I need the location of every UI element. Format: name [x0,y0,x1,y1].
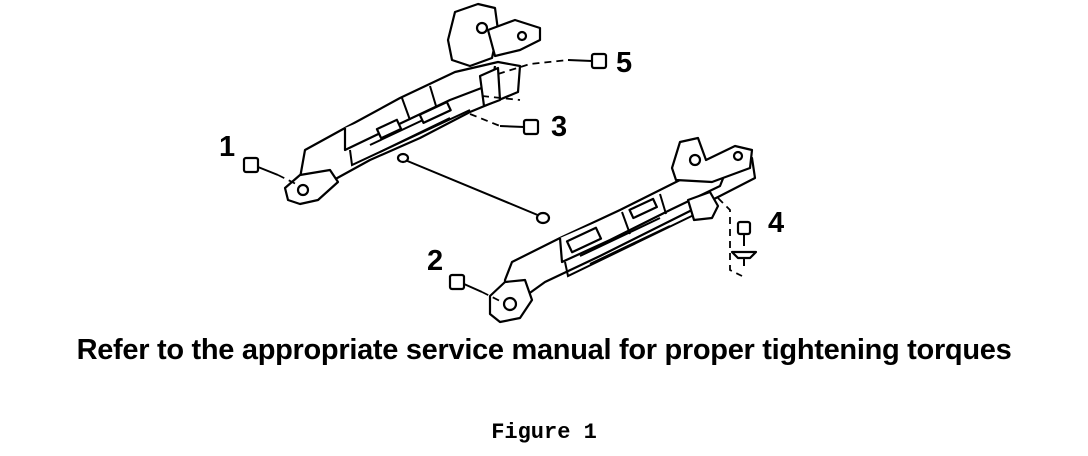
bolt-5 [497,52,608,75]
callout-2: 2 [427,245,443,277]
callout-3: 3 [551,111,567,143]
torque-instruction-caption: Refer to the appropriate service manual … [76,334,1012,366]
figure-label: Figure 1 [491,420,597,445]
bolt-3 [469,95,540,136]
callout-1: 1 [219,131,235,163]
upper-seat-track [283,2,542,206]
callout-4: 4 [768,207,784,239]
bolt-4 [717,197,758,277]
bolt-2 [448,273,503,303]
bolt-1 [242,156,297,185]
lower-seat-track [488,136,757,324]
callout-5: 5 [616,47,632,79]
link-cable [396,152,551,225]
